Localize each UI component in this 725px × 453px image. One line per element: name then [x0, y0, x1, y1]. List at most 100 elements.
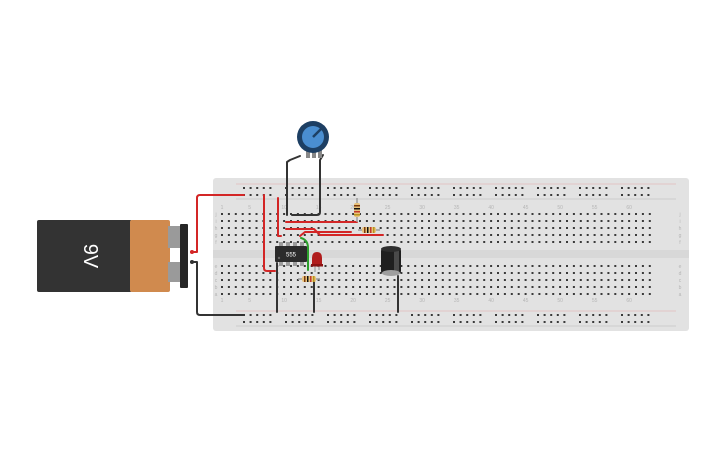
breadboard-hole[interactable]	[545, 234, 548, 236]
breadboard-hole[interactable]	[248, 293, 251, 295]
breadboard-hole[interactable]	[586, 286, 589, 288]
breadboard-hole[interactable]	[227, 265, 230, 267]
breadboard-hole[interactable]	[634, 194, 637, 196]
breadboard-hole[interactable]	[248, 265, 251, 267]
breadboard-hole[interactable]	[600, 241, 603, 243]
breadboard-hole[interactable]	[621, 213, 624, 215]
breadboard-hole[interactable]	[648, 220, 651, 222]
breadboard-hole[interactable]	[269, 314, 272, 316]
breadboard-hole[interactable]	[369, 187, 371, 189]
breadboard-hole[interactable]	[641, 272, 644, 274]
breadboard-hole[interactable]	[635, 220, 637, 222]
breadboard-hole[interactable]	[248, 234, 251, 236]
breadboard-hole[interactable]	[434, 286, 437, 288]
breadboard-hole[interactable]	[559, 241, 562, 243]
breadboard-hole[interactable]	[221, 241, 223, 243]
breadboard-hole[interactable]	[269, 272, 272, 274]
breadboard-hole[interactable]	[510, 272, 513, 274]
breadboard-hole[interactable]	[424, 194, 427, 196]
breadboard-hole[interactable]	[290, 241, 292, 243]
breadboard-hole[interactable]	[483, 227, 486, 229]
breadboard-hole[interactable]	[524, 220, 527, 222]
breadboard-hole[interactable]	[552, 241, 555, 243]
breadboard-hole[interactable]	[428, 220, 430, 222]
breadboard-hole[interactable]	[479, 314, 482, 316]
breadboard-hole[interactable]	[483, 234, 486, 236]
breadboard-hole[interactable]	[531, 241, 534, 243]
breadboard-hole[interactable]	[497, 227, 499, 229]
breadboard-hole[interactable]	[256, 321, 259, 323]
breadboard-hole[interactable]	[249, 314, 252, 316]
breadboard-hole[interactable]	[393, 241, 396, 243]
breadboard-hole[interactable]	[359, 279, 361, 281]
breadboard-hole[interactable]	[455, 234, 458, 236]
breadboard-hole[interactable]	[455, 227, 458, 229]
breadboard-hole[interactable]	[648, 213, 651, 215]
breadboard-hole[interactable]	[563, 194, 566, 196]
breadboard-hole[interactable]	[586, 234, 589, 236]
breadboard-hole[interactable]	[441, 227, 444, 229]
breadboard-hole[interactable]	[556, 194, 559, 196]
breadboard-hole[interactable]	[483, 265, 486, 267]
breadboard-hole[interactable]	[269, 293, 272, 295]
breadboard-hole[interactable]	[559, 220, 562, 222]
breadboard-hole[interactable]	[566, 220, 568, 222]
breadboard-hole[interactable]	[290, 272, 292, 274]
breadboard-hole[interactable]	[296, 265, 299, 267]
breadboard-hole[interactable]	[593, 279, 596, 281]
breadboard-hole[interactable]	[476, 234, 479, 236]
breadboard-hole[interactable]	[648, 272, 651, 274]
breadboard-hole[interactable]	[641, 279, 644, 281]
breadboard-hole[interactable]	[497, 265, 499, 267]
breadboard-hole[interactable]	[607, 234, 610, 236]
breadboard-hole[interactable]	[552, 227, 555, 229]
breadboard-hole[interactable]	[382, 314, 385, 316]
breadboard-hole[interactable]	[490, 241, 493, 243]
breadboard-hole[interactable]	[559, 265, 562, 267]
breadboard-hole[interactable]	[593, 213, 596, 215]
breadboard-hole[interactable]	[386, 241, 389, 243]
breadboard-hole[interactable]	[249, 187, 252, 189]
breadboard-hole[interactable]	[462, 265, 465, 267]
breadboard-hole[interactable]	[628, 213, 631, 215]
breadboard-hole[interactable]	[388, 194, 391, 196]
breadboard-hole[interactable]	[538, 265, 541, 267]
breadboard-hole[interactable]	[552, 286, 555, 288]
breadboard-hole[interactable]	[331, 279, 334, 281]
breadboard-hole[interactable]	[605, 194, 608, 196]
breadboard-hole[interactable]	[291, 194, 294, 196]
breadboard-hole[interactable]	[269, 187, 272, 189]
breadboard-hole[interactable]	[331, 272, 334, 274]
breadboard-hole[interactable]	[469, 265, 472, 267]
breadboard-hole[interactable]	[598, 187, 601, 189]
breadboard-hole[interactable]	[469, 227, 472, 229]
breadboard-hole[interactable]	[566, 241, 568, 243]
breadboard-hole[interactable]	[497, 234, 499, 236]
breadboard-hole[interactable]	[635, 241, 637, 243]
breadboard-hole[interactable]	[635, 213, 637, 215]
breadboard-hole[interactable]	[317, 227, 320, 229]
breadboard-hole[interactable]	[414, 220, 417, 222]
breadboard-hole[interactable]	[607, 279, 610, 281]
breadboard-hole[interactable]	[395, 194, 398, 196]
breadboard-hole[interactable]	[641, 265, 644, 267]
breadboard-hole[interactable]	[417, 194, 420, 196]
resistor-vertical[interactable]	[354, 198, 360, 222]
breadboard-hole[interactable]	[375, 194, 378, 196]
breadboard-hole[interactable]	[414, 293, 417, 295]
breadboard-hole[interactable]	[552, 293, 555, 295]
breadboard-hole[interactable]	[621, 314, 623, 316]
breadboard-hole[interactable]	[517, 272, 520, 274]
breadboard-hole[interactable]	[411, 314, 413, 316]
breadboard-hole[interactable]	[421, 241, 424, 243]
breadboard-hole[interactable]	[434, 293, 437, 295]
breadboard-hole[interactable]	[310, 272, 313, 274]
breadboard-hole[interactable]	[417, 321, 420, 323]
breadboard-hole[interactable]	[614, 213, 617, 215]
breadboard-hole[interactable]	[531, 286, 534, 288]
breadboard-hole[interactable]	[466, 194, 469, 196]
breadboard-hole[interactable]	[545, 241, 548, 243]
breadboard-hole[interactable]	[234, 293, 237, 295]
breadboard-hole[interactable]	[227, 234, 230, 236]
